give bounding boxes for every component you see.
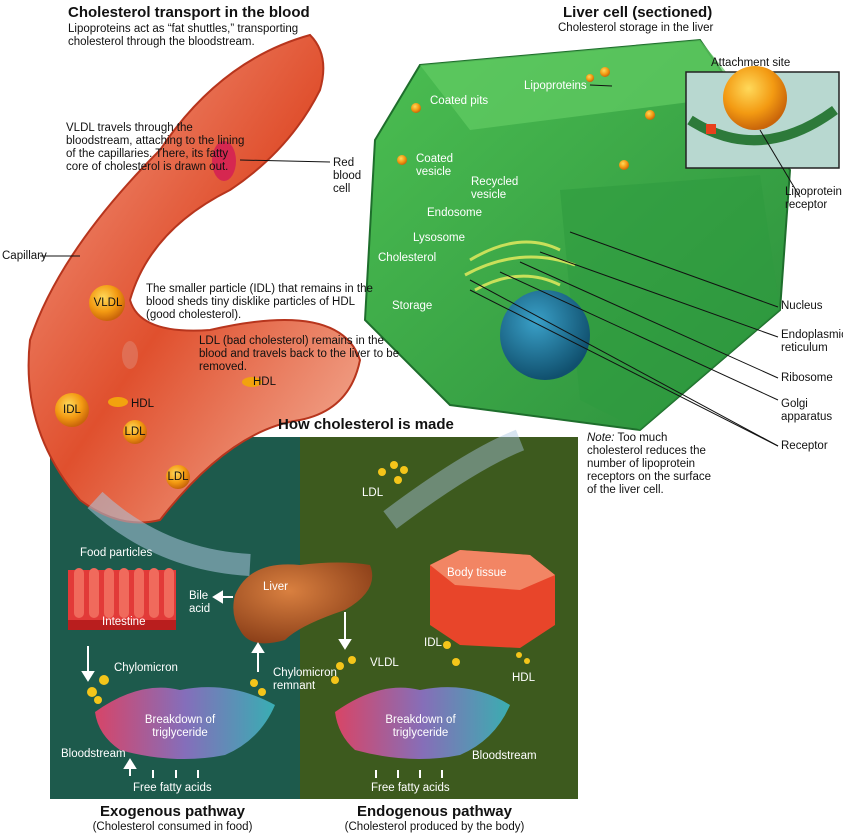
capillary-label: Capillary [2,250,47,262]
liver-organ-illustration [233,562,373,644]
body-tissue-illustration [430,550,555,648]
lipoproteins-label: Lipoproteins [524,80,587,92]
attachment-site-label: Attachment site [711,57,791,69]
vldl-description: VLDL travels through the bloodstream, at… [66,122,245,173]
note-label: Note: [587,432,615,444]
lipoprotein-particles-bottom [87,461,530,704]
body-tissue-label: Body tissue [447,567,507,579]
hdl-label-endogenous: HDL [512,672,536,684]
intestine-illustration [68,568,176,630]
capillary-vessel-illustration [27,33,362,524]
free-fatty-acids-right: Free fatty acids [371,782,450,794]
bile-acid-label: Bile acid [189,590,211,615]
liver-cell-title: Liver cell (sectioned) [563,4,713,21]
food-particles-label: Food particles [80,547,153,559]
lysosome-label: Lysosome [413,232,465,244]
breakdown-label-right: Breakdown of triglyceride [385,714,456,739]
endosome-label: Endosome [427,207,482,219]
exogenous-pathway-subtitle: (Cholesterol consumed in food) [92,821,253,833]
red-blood-cell-label: Red blood cell [333,157,362,195]
cholesterol-label: Cholesterol [378,252,437,264]
lipoprotein-receptor-label: Lipoprotein receptor [785,186,842,211]
note-text: Too much cholesterol reduces the number … [587,432,712,496]
ldl-particle-label-2: LDL [167,471,189,483]
chylomicron-remnant-label: Chylomicron remnant [273,667,337,692]
attachment-site-inset [685,66,840,169]
liver-cell-note: Note: Too much cholesterol reduces the n… [587,432,717,497]
exogenous-pathway-title: Exogenous pathway [99,803,246,820]
transport-title: Cholesterol transport in the blood [68,4,310,21]
endoplasmic-reticulum-label: Endoplasmic reticulum [781,329,843,354]
transport-subtitle: Lipoproteins act as “fat shuttles,” tran… [68,23,299,48]
breakdown-label-left: Breakdown of triglyceride [144,714,216,739]
storage-label: Storage [392,300,433,312]
triglyceride-breakdown-left [95,687,275,759]
idl-particle-label: IDL [63,404,81,416]
hdl-particle-label-1: HDL [131,398,155,410]
idl-description: The smaller particle (IDL) that remains … [146,283,373,321]
coated-pits-label: Coated pits [430,95,489,107]
nucleus-label: Nucleus [781,300,823,312]
intestine-label: Intestine [102,616,146,628]
ldl-description: LDL (bad cholesterol) remains in the blo… [199,335,400,373]
receptor-label: Receptor [781,440,828,452]
chylomicron-label: Chylomicron [114,662,178,674]
recycled-vesicle-label: Recycled vesicle [471,176,519,201]
liver-label: Liver [263,581,288,593]
flow-arrow-to-liver [87,491,251,576]
coated-vesicle-label: Coated vesicle [416,153,454,178]
golgi-apparatus-label: Golgi apparatus [781,398,833,423]
idl-label-endogenous: IDL [424,637,442,649]
ldl-label-endogenous: LDL [362,487,384,499]
endogenous-pathway-title: Endogenous pathway [356,803,512,820]
free-fatty-acids-left: Free fatty acids [133,782,212,794]
leader-lines [40,84,801,447]
pathway-arrows [81,590,443,778]
vldl-particle-label: VLDL [93,297,123,309]
triglyceride-breakdown-right [335,687,510,759]
ribosome-label: Ribosome [781,372,833,384]
bloodstream-label-right: Bloodstream [472,750,537,762]
flow-arrow-ldl-to-cell [383,429,525,529]
vldl-label-endogenous: VLDL [370,657,399,669]
how-cholesterol-made-title: How cholesterol is made [278,416,454,433]
ldl-particle-label-1: LDL [124,426,146,438]
endogenous-pathway-subtitle: (Cholesterol produced by the body) [344,821,525,833]
liver-cell-subtitle: Cholesterol storage in the liver [558,22,714,34]
bloodstream-label-left: Bloodstream [61,748,126,760]
hdl-particle-label-2: HDL [253,376,277,388]
